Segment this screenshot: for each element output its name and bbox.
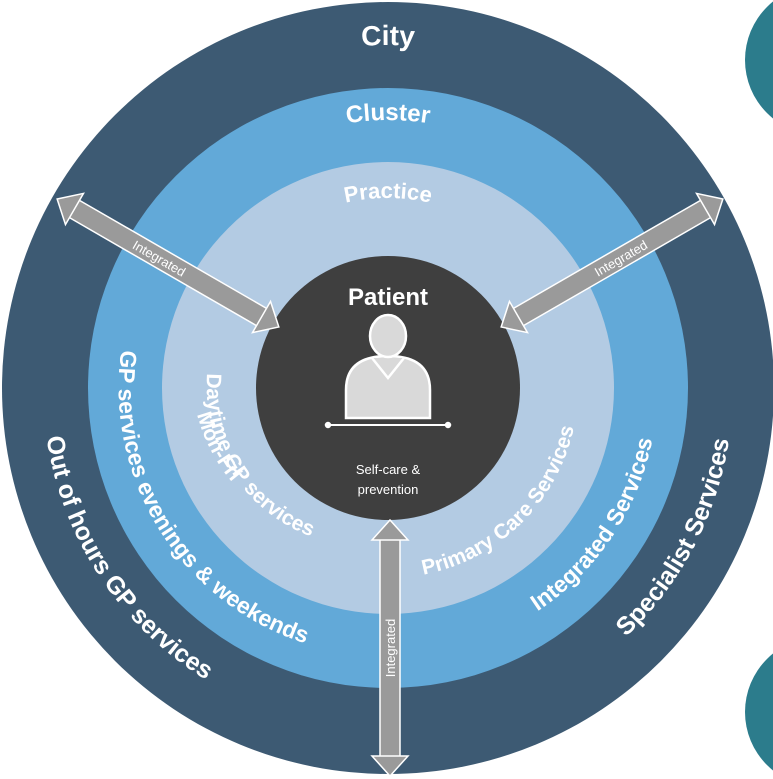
cluster-title: Cluster <box>344 99 432 129</box>
person-icon <box>324 313 452 429</box>
integrated-arrow-bottom: Integrated <box>370 518 410 778</box>
patient-subtitle-line1: Self-care & <box>356 462 421 477</box>
integrated-label-bottom: Integrated <box>383 619 398 678</box>
teal-accent-bottom <box>745 653 773 771</box>
teal-accent-top <box>745 1 773 119</box>
city-title: City <box>361 20 417 52</box>
patient-subtitle-line2: prevention <box>358 482 419 497</box>
patient-title: Patient <box>348 284 428 311</box>
